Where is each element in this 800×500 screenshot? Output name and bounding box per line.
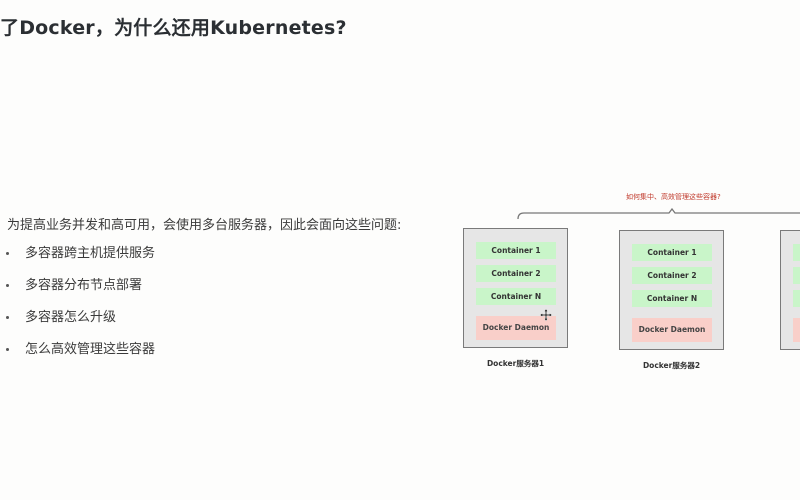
diagram-caption: 如何集中、高效管理这些容器? — [626, 193, 721, 201]
docker-daemon-box — [793, 318, 800, 342]
container-box — [793, 267, 800, 284]
bullet-item: 多容器分布节点部署 — [6, 277, 155, 309]
move-cursor-icon — [540, 309, 552, 321]
bullet-item: 多容器跨主机提供服务 — [6, 245, 155, 277]
docker-server-3 — [780, 230, 800, 350]
server-label: Docker服务器2 — [642, 361, 701, 370]
bullet-dot-icon — [6, 348, 9, 351]
container-box: Container 1 — [476, 242, 556, 259]
container-box: Container 2 — [632, 267, 712, 284]
docker-server-1: Container 1 Container 2 Container N Dock… — [463, 228, 568, 348]
curly-brace-icon — [517, 208, 800, 220]
docker-server-2: Container 1 Container 2 Container N Dock… — [619, 230, 724, 350]
bullet-dot-icon — [6, 284, 9, 287]
bullet-item: 多容器怎么升级 — [6, 309, 155, 341]
bullet-dot-icon — [6, 316, 9, 319]
container-box: Container N — [476, 288, 556, 305]
container-box — [793, 290, 800, 307]
intro-text: 为提高业务并发和高可用，会使用多台服务器，因此会面向这些问题: — [7, 218, 402, 233]
container-box — [793, 244, 800, 261]
container-box: Container 1 — [632, 244, 712, 261]
server-label: Docker服务器1 — [486, 359, 545, 368]
bullet-item: 怎么高效管理这些容器 — [6, 341, 155, 373]
bullet-dot-icon — [6, 252, 9, 255]
slide-title: 了Docker，为什么还用Kubernetes? — [0, 17, 347, 39]
container-box: Container 2 — [476, 265, 556, 282]
bullet-list: 多容器跨主机提供服务 多容器分布节点部署 多容器怎么升级 怎么高效管理这些容器 — [6, 245, 155, 373]
docker-daemon-box: Docker Daemon — [632, 318, 712, 342]
docker-daemon-box: Docker Daemon — [476, 316, 556, 340]
container-box: Container N — [632, 290, 712, 307]
